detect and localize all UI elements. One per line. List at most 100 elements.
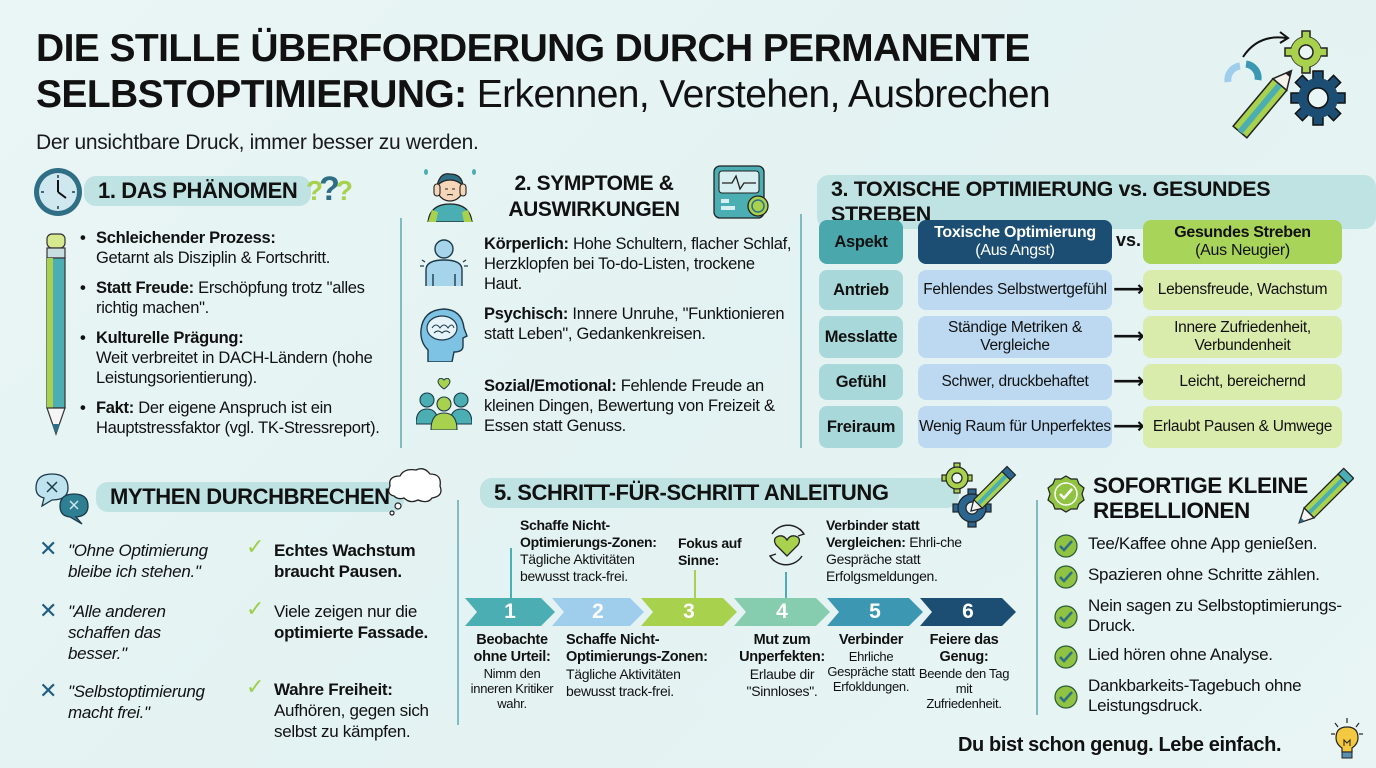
list-item: Nein sagen zu Selbstoptimierungs-Druck. <box>1054 596 1374 636</box>
symptom-sozial: Sozial/Emotional: Fehlende Freude an kle… <box>484 377 775 435</box>
step-top-note: Verbinder statt Vergleichen: Ehrli-che G… <box>826 517 962 584</box>
vs-label: vs. <box>1116 230 1142 250</box>
title-line-2-light: Erkennen, Verstehen, Ausbrechen <box>466 73 1051 116</box>
truth-text: Echtes Wachstum braucht Pausen. <box>274 541 416 581</box>
title-line-2: SELBSTOPTIMIERUNG: Erkennen, Verstehen, … <box>36 72 1051 118</box>
gears-pencil-icon <box>1218 22 1348 147</box>
tense-body-icon <box>420 236 468 291</box>
connector-line <box>785 572 787 600</box>
title-line-1: DIE STILLE ÜBERFORDERUNG DURCH PERMANENT… <box>36 27 1030 70</box>
x-icon: ✕ <box>39 598 58 623</box>
list-item: Lied hören ohne Analyse. <box>1054 645 1374 669</box>
step-6-text: Feiere das Genug:Beende den Tag mit Zufr… <box>918 632 1010 711</box>
title-line-2-bold: SELBSTOPTIMIERUNG: <box>36 73 467 116</box>
step-3-chevron: 3 <box>641 598 737 626</box>
list-item: Fakt: Der eigene Anspruch ist ein Haupts… <box>80 398 400 438</box>
step-top-note: Fokus auf Sinne: <box>678 535 742 568</box>
page-title: DIE STILLE ÜBERFORDERUNG DURCH PERMANENT… <box>36 26 1051 118</box>
step-2-text: Schaffe Nicht-Optimierungs-Zonen:Täglich… <box>566 632 708 699</box>
badge-check-icon <box>1046 474 1086 519</box>
arrow-icon: ⟶ <box>1113 413 1145 438</box>
clock-icon <box>32 166 84 223</box>
table-cell-healthy: Innere Zufriedenheit, Verbundenheit <box>1143 316 1342 358</box>
speech-bubbles-x-icon <box>32 470 94 531</box>
truth-text: Wahre Freiheit: Aufhören, gegen sich sel… <box>274 680 429 741</box>
step-4-text: Mut zum Unperfekten:Erlaube dir "Sinnlos… <box>739 632 825 699</box>
section5-title: 5. SCHRITT-FÜR-SCHRITT ANLEITUNG <box>480 478 959 508</box>
step-top-note: Schaffe Nicht-Optimierungs-Zonen: Täglic… <box>520 517 657 584</box>
symptom-koerperlich: Körperlich: Hohe Schultern, flacher Schl… <box>484 235 792 293</box>
connector-line <box>694 570 696 600</box>
footer-slogan: Du bist schon genug. Lebe einfach. <box>958 734 1282 756</box>
rebellions-title: SOFORTIGE KLEINE REBELLIONEN <box>1093 473 1308 523</box>
section2-title: 2. SYMPTOME & AUSWIRKUNGEN <box>508 172 680 221</box>
check-circle-icon <box>1054 565 1078 594</box>
check-circle-icon <box>1054 534 1078 563</box>
table-cell-aspect: Antrieb <box>819 270 903 310</box>
step-1-text: Beobachte ohne Urteil:Nimm den inneren K… <box>470 632 554 711</box>
arrow-icon: ⟶ <box>1113 368 1145 393</box>
table-cell-aspect: Messlatte <box>819 316 903 358</box>
table-cell-toxic: Schwer, druckbehaftet <box>918 364 1112 400</box>
list-item: Schleichender Prozess:Getarnt als Diszip… <box>80 228 400 268</box>
myth-text: "Selbstoptimierung macht frei." <box>68 682 205 722</box>
table-cell-toxic: Fehlendes Selbstwertgefühl <box>918 270 1112 310</box>
heart-cycle-icon <box>762 520 812 575</box>
table-cell-healthy: Erlaubt Pausen & Umwege <box>1143 406 1342 448</box>
table-header-healthy: Gesundes Streben(Aus Neugier) <box>1143 220 1342 264</box>
table-cell-healthy: Leicht, bereichernd <box>1143 364 1342 400</box>
arrow-icon: ⟶ <box>1113 323 1145 348</box>
list-item: Spazieren ohne Schritte zählen. <box>1054 565 1374 589</box>
rebellions-list: Tee/Kaffee ohne App genießen. Spazieren … <box>1054 534 1374 725</box>
truth-text: Viele zeigen nur die optimierte Fassade. <box>274 602 428 642</box>
step-2-chevron: 2 <box>552 598 644 626</box>
connector-line <box>510 548 512 600</box>
pencil-icon <box>44 232 68 441</box>
table-cell-toxic: Ständige Metriken & Vergleiche <box>918 316 1112 358</box>
divider <box>457 500 459 725</box>
check-circle-icon <box>1054 685 1078 714</box>
step-4-chevron: 4 <box>734 598 830 626</box>
gear-pencil-icon <box>940 460 1020 535</box>
lightbulb-icon <box>1330 716 1364 768</box>
table-cell-healthy: Lebensfreude, Wachstum <box>1143 270 1342 310</box>
list-item: Dankbarkeits-Tagebuch ohne Leistungsdruc… <box>1054 676 1374 716</box>
pencil-icon <box>1294 466 1355 531</box>
stressed-person-icon <box>422 166 478 227</box>
check-icon: ✓ <box>246 674 265 699</box>
table-header-toxic: Toxische Optimierung(Aus Angst) <box>918 220 1112 264</box>
section1-list: Schleichender Prozess:Getarnt als Diszip… <box>80 228 400 448</box>
table-header-aspect: Aspekt <box>819 220 903 264</box>
arrow-icon: ⟶ <box>1113 276 1145 301</box>
people-heart-icon <box>415 377 473 435</box>
myth-text: "Alle anderen schaffen das besser." <box>68 602 166 663</box>
page-subtitle: Der unsichtbare Druck, immer besser zu w… <box>36 131 479 154</box>
table-cell-aspect: Freiraum <box>819 406 903 448</box>
section1-title: 1. DAS PHÄNOMEN <box>84 176 312 206</box>
check-circle-icon <box>1054 605 1078 634</box>
step-5-chevron: 5 <box>827 598 923 626</box>
list-item: Statt Freude: Erschöpfung trotz "alles r… <box>80 278 400 318</box>
symptom-psychisch: Psychisch: Innere Unruhe, "Funktionieren… <box>484 305 785 343</box>
check-icon: ✓ <box>246 534 265 559</box>
x-icon: ✕ <box>39 536 58 561</box>
step-1-chevron: 1 <box>465 598 555 626</box>
divider <box>400 218 402 448</box>
table-cell-aspect: Gefühl <box>819 364 903 400</box>
check-icon: ✓ <box>246 596 265 621</box>
x-icon: ✕ <box>39 678 58 703</box>
table-cell-toxic: Wenig Raum für Unperfektes <box>918 406 1112 448</box>
list-item: Tee/Kaffee ohne App genießen. <box>1054 534 1374 558</box>
list-item: Kulturelle Prägung:Weit verbreitet in DA… <box>80 328 400 388</box>
brain-head-icon <box>418 306 468 367</box>
check-circle-icon <box>1054 645 1078 674</box>
divider <box>800 214 802 448</box>
step-6-chevron: 6 <box>920 598 1016 626</box>
thought-cloud-icon <box>384 466 446 523</box>
myth-text: "Ohne Optimierung bleibe ich stehen." <box>68 541 208 581</box>
heart-monitor-icon <box>712 164 772 225</box>
question-marks-icon: ??? <box>306 170 353 208</box>
divider <box>1036 500 1038 715</box>
myths-title: MYTHEN DURCHBRECHEN <box>96 482 404 512</box>
